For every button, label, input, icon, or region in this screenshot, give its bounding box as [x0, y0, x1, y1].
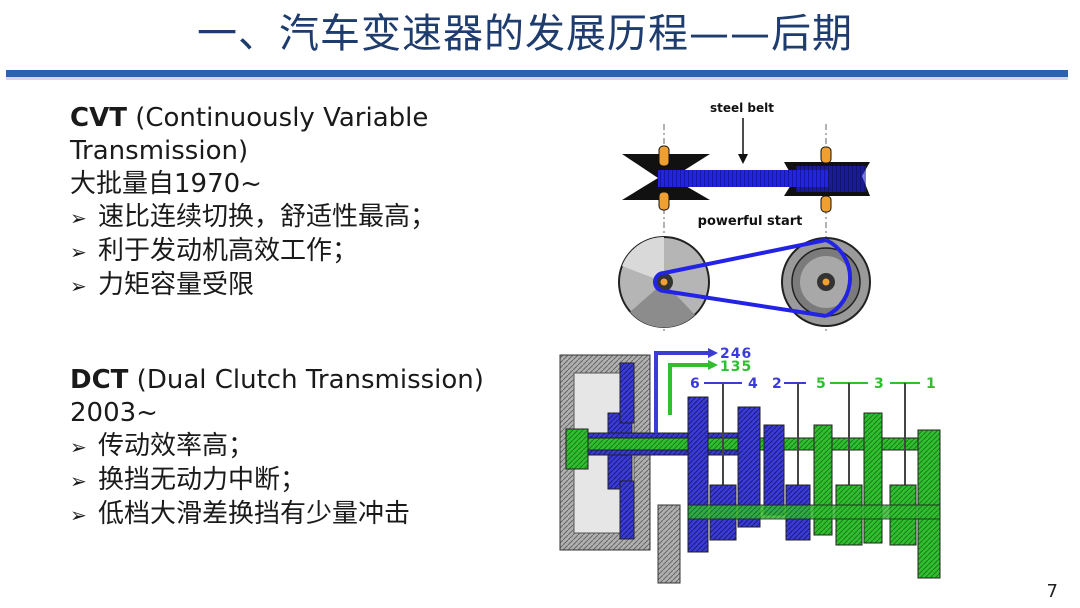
green-control-line [668, 363, 708, 415]
arrowhead-bullet-icon: ➢ [70, 503, 87, 527]
arrowhead-bullet-icon: ➢ [70, 274, 87, 298]
cvt-bullet: ➢ 力矩容量受限 [70, 269, 436, 303]
cvt-bullet-text: 力矩容量受限 [98, 270, 255, 300]
gear-4-label: 4 [748, 376, 758, 392]
green-gear-set-label: 135 [720, 359, 752, 375]
dct-full-name: (Dual Clutch Transmission) [128, 365, 484, 395]
gear-3-label: 3 [874, 376, 884, 392]
green-gear [863, 412, 883, 544]
cvt-full-name-line2: Transmission) [70, 136, 249, 166]
green-control-arrowhead [708, 360, 718, 370]
cvt-abbr: CVT [70, 103, 127, 133]
dct-section: DCT (Dual Clutch Transmission) 2003~ ➢ 传动… [70, 364, 484, 532]
page-number: 7 [1046, 581, 1058, 602]
blue-gear-set-label: 246 [720, 346, 752, 362]
drive-pulley-shade-2 [630, 282, 695, 328]
dct-bullet: ➢ 传动效率高； [70, 430, 484, 464]
cvt-bullet-text: 利于发动机高效工作； [98, 236, 359, 266]
green-gear [917, 429, 941, 579]
dct-bullet-text: 传动效率高； [98, 431, 255, 461]
cvt-bullet: ➢ 速比连续切换，舒适性最高； [70, 201, 436, 235]
powerful-start-label: powerful start [698, 214, 803, 229]
gear-2-label: 2 [772, 376, 782, 392]
arrowhead-bullet-icon: ➢ [70, 240, 87, 264]
cvt-since: 大批量自1970~ [70, 169, 262, 199]
gear-1-label: 1 [926, 376, 936, 392]
arrowhead-bullet-icon: ➢ [70, 206, 87, 230]
arrowhead-bullet-icon: ➢ [70, 435, 87, 459]
dct-heading: DCT (Dual Clutch Transmission) [70, 364, 484, 397]
arrowhead-bullet-icon: ➢ [70, 469, 87, 493]
driven-shaft-pin-bottom [820, 195, 832, 213]
blue-control-arrowhead [708, 348, 718, 358]
slide-title: 一、汽车变速器的发展历程——后期 [197, 11, 853, 57]
clutch-drum-blue [619, 362, 635, 424]
cvt-full-name-line1: (Continuously Variable [126, 103, 429, 133]
drive-shaft-pin-top [658, 145, 670, 167]
blue-gear [687, 396, 709, 553]
drive-pulley-shade [622, 237, 664, 282]
steel-belt-label: steel belt [710, 101, 774, 115]
steel-belt [658, 170, 828, 187]
clutch-pack-green [565, 428, 589, 470]
steel-belt-arrowhead [738, 154, 748, 164]
dct-diagram: 246 135 6 4 2 5 3 1 [559, 346, 941, 584]
cvt-bullet: ➢ 利于发动机高效工作； [70, 235, 436, 269]
cvt-diagram: steel belt powerful start [618, 101, 871, 332]
title-underline-bar [6, 70, 1068, 77]
blue-gear [737, 406, 761, 528]
gear-5-label: 5 [816, 376, 826, 392]
blue-control-line [654, 351, 708, 433]
title-underline-shadow [6, 77, 1068, 80]
cvt-section: CVT (Continuously Variable Transmission)… [70, 102, 436, 303]
drive-shaft-pin-bottom [658, 191, 670, 211]
dct-bullet: ➢ 换挡无动力中断； [70, 464, 484, 498]
gear-6-label: 6 [690, 376, 700, 392]
cvt-heading: CVT (Continuously Variable [70, 102, 436, 135]
belt-loop [653, 238, 853, 318]
output-shaft [687, 504, 941, 520]
drive-pulley-core [660, 278, 668, 286]
dct-since: 2003~ [70, 398, 158, 428]
cvt-bullet-text: 速比连续切换，舒适性最高； [98, 202, 437, 232]
driven-shaft-pin-top [820, 146, 832, 164]
clutch-drum-blue-lower [619, 480, 635, 540]
dct-abbr: DCT [70, 365, 129, 395]
dct-bullet-text: 换挡无动力中断； [98, 465, 307, 495]
final-drive-gear [657, 504, 681, 584]
driven-pulley-core [822, 278, 830, 286]
dct-bullet: ➢ 低档大滑差换挡有少量冲击 [70, 498, 484, 532]
blue-gear [763, 424, 785, 516]
dct-bullet-text: 低档大滑差换挡有少量冲击 [98, 499, 411, 529]
